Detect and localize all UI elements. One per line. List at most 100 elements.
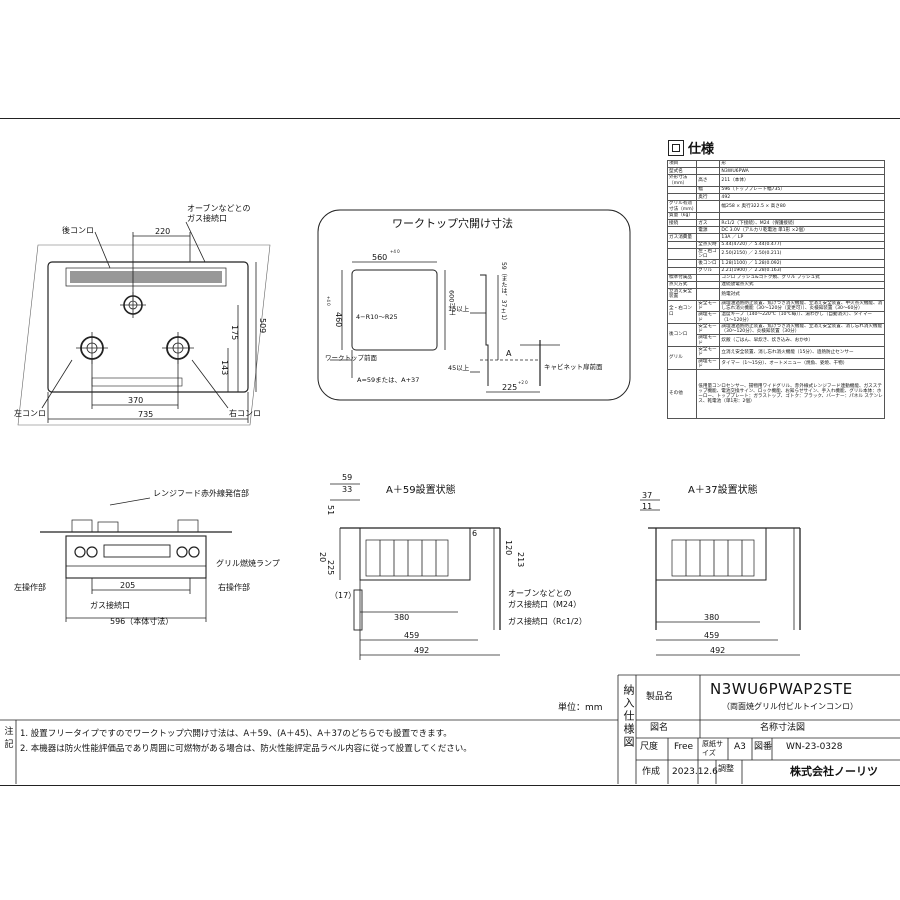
spec-cell: 項目 [666, 159, 698, 169]
spec-cell [696, 233, 721, 242]
spec-cell: 奥行 [696, 193, 721, 202]
cutout-560: 560 [372, 253, 388, 262]
spec-cell: 連続放電点火式 [719, 280, 885, 290]
spec-cell: 立消え安全装置、消し忘れ消火機能（15分）、過熱防止センサー [719, 345, 885, 359]
spec-cell: 調理油過熱防止装置、焦げつき消火機能、立消え安全装置、消し忘れ消火機能（30〜1… [719, 322, 885, 336]
a37-380: 380 [704, 613, 720, 622]
dim-143: 143 [220, 360, 229, 376]
size-value: A3 [734, 742, 746, 752]
cutout-225-tol: +2 0 [518, 380, 528, 385]
number-value: WN-23-0328 [786, 742, 843, 752]
grill-lamp-label: グリル燃焼ランプ [216, 559, 280, 568]
a59-380: 380 [394, 613, 410, 622]
spec-row: 後コンロ安全モード調理油過熱防止装置、焦げつき消火機能、立消え安全装置、消し忘れ… [666, 322, 885, 347]
spec-cell: 炊飯（ごはん、早炊き、炊き込み、おかゆ） [719, 334, 885, 347]
cutout-vert-dim: 59（または、37±1） [500, 262, 507, 325]
spec-cell [696, 273, 721, 282]
spec-cell: 安全モード [696, 322, 721, 336]
a59-oven-gas: オーブンなどとの [508, 589, 572, 598]
dim-220: 220 [155, 227, 171, 236]
spec-cell: 標準付属品 [666, 273, 698, 282]
dim-509: 509 [258, 318, 267, 334]
dim-175: 175 [230, 325, 239, 341]
cutout-225: 225 [502, 383, 518, 392]
spec-cell [719, 211, 885, 221]
rear-burner-label: 後コンロ [62, 226, 94, 235]
spec-cell: ガス消費量 [666, 233, 698, 242]
right-burner-label: 右コンロ [229, 409, 261, 418]
size-label: 原紙サイズ [702, 740, 723, 757]
spec-icon [668, 140, 684, 156]
spec-cell: 質量（kg） [666, 211, 698, 221]
spec-row: 全・右コンロ安全モード調理油過熱防止装置、焦げつき消火機能、立消え安全装置、中火… [666, 299, 885, 324]
cutout-cabinet-front: キャビネット扉前面 [544, 363, 603, 371]
right-burner-icon [162, 332, 194, 364]
spec-cell: 熱電対式 [719, 288, 885, 301]
spec-cell: 全点火時 [696, 240, 721, 249]
spec-cell: コンロ ブッシュ&ゴトク類、グリル ブッシュ式 [719, 273, 885, 282]
a59-title: A＋59設置状態 [386, 485, 456, 496]
a37-492: 492 [710, 646, 726, 655]
left-burner-icon [76, 332, 108, 364]
spec-cell: 後コンロ [666, 322, 698, 347]
spec-cell: 外形寸法（mm） [666, 174, 698, 187]
spec-row: 立消え安全装置 熱電対式 [666, 288, 885, 301]
a37-11: 11 [642, 502, 653, 511]
spec-cell: ガス [696, 219, 721, 228]
product-sub: （両面焼グリル付ビルトインコンロ） [722, 702, 858, 711]
plan-view [17, 221, 271, 426]
date-value: 2023.12.6 [672, 767, 718, 777]
company-name: 株式会社ノーリツ [790, 765, 878, 778]
spec-cell: グリル [666, 345, 698, 371]
oven-gas-label: オーブンなどとの [187, 204, 251, 213]
hood-sensor-label: レンジフード赤外線発信部 [153, 489, 249, 498]
spec-cell: 211（本体） [719, 174, 885, 187]
spec-cell: 立消え安全装置 [666, 288, 698, 301]
a59-492: 492 [414, 646, 430, 655]
front-205: 205 [120, 581, 136, 590]
scale-value: Free [674, 742, 694, 752]
spec-row: 点火方式連続放電点火式 [666, 280, 885, 290]
spec-row: 調理モード炊飯（ごはん、早炊き、炊き込み、おかゆ） [668, 334, 885, 347]
spec-cell [696, 159, 721, 169]
drawing-name: 名称寸法図 [760, 723, 806, 733]
cutout-460-tol: +4 0 [326, 296, 331, 306]
a37-459: 459 [704, 631, 720, 640]
spec-cell: 安全モード [696, 345, 721, 359]
spec-row: 調理モード温度キープ（140〜220℃（10℃毎））、湯わかし（自動消火）、タイ… [668, 311, 885, 324]
cutout-title: ワークトップ穴開け寸法 [392, 217, 513, 230]
spec-cell: Rc1/2（下接続）、M24（保護接続） [719, 219, 885, 228]
spec-cell: 安全モード [696, 299, 721, 313]
a59-20: 20 [318, 552, 327, 563]
a59-gas-m24: ガス接続口（M24） [508, 600, 582, 609]
spec-cell: グリル [696, 266, 721, 275]
a59-51: 51 [326, 505, 335, 516]
spec-cell: 5.44(4720) ／ 5.44(0.477) [719, 240, 885, 249]
spec-cell [666, 185, 698, 195]
a37-title: A＋37設置状態 [688, 485, 758, 496]
spec-cell: 左・右コンロ [696, 247, 721, 261]
title-block-lines [0, 674, 900, 784]
spec-cell: 幅 [696, 185, 721, 195]
scale-label: 尺度 [640, 742, 659, 752]
a59-33: 33 [342, 485, 353, 494]
drawing-name-label: 図名 [650, 723, 669, 733]
spec-cell [666, 193, 698, 202]
cutout-a-mark: A [506, 349, 512, 358]
cutout-a-values: A=59または、A+37 [357, 376, 420, 384]
spec-cell: その他 [666, 369, 698, 420]
spec-cell: 型式名 [666, 167, 698, 176]
spec-cell: タイマー（1〜15分）、オートメニュー（焼魚、姿焼、干物） [719, 357, 885, 371]
note-2: 2. 本機器は防火性能評価品であり周囲に可燃物がある場合は、防火性能評定品ラベル… [20, 744, 472, 754]
front-596: 596（本体寸法） [110, 617, 174, 626]
spec-cell: 596（トッププレート幅735） [719, 185, 885, 195]
spec-cell [696, 288, 721, 301]
